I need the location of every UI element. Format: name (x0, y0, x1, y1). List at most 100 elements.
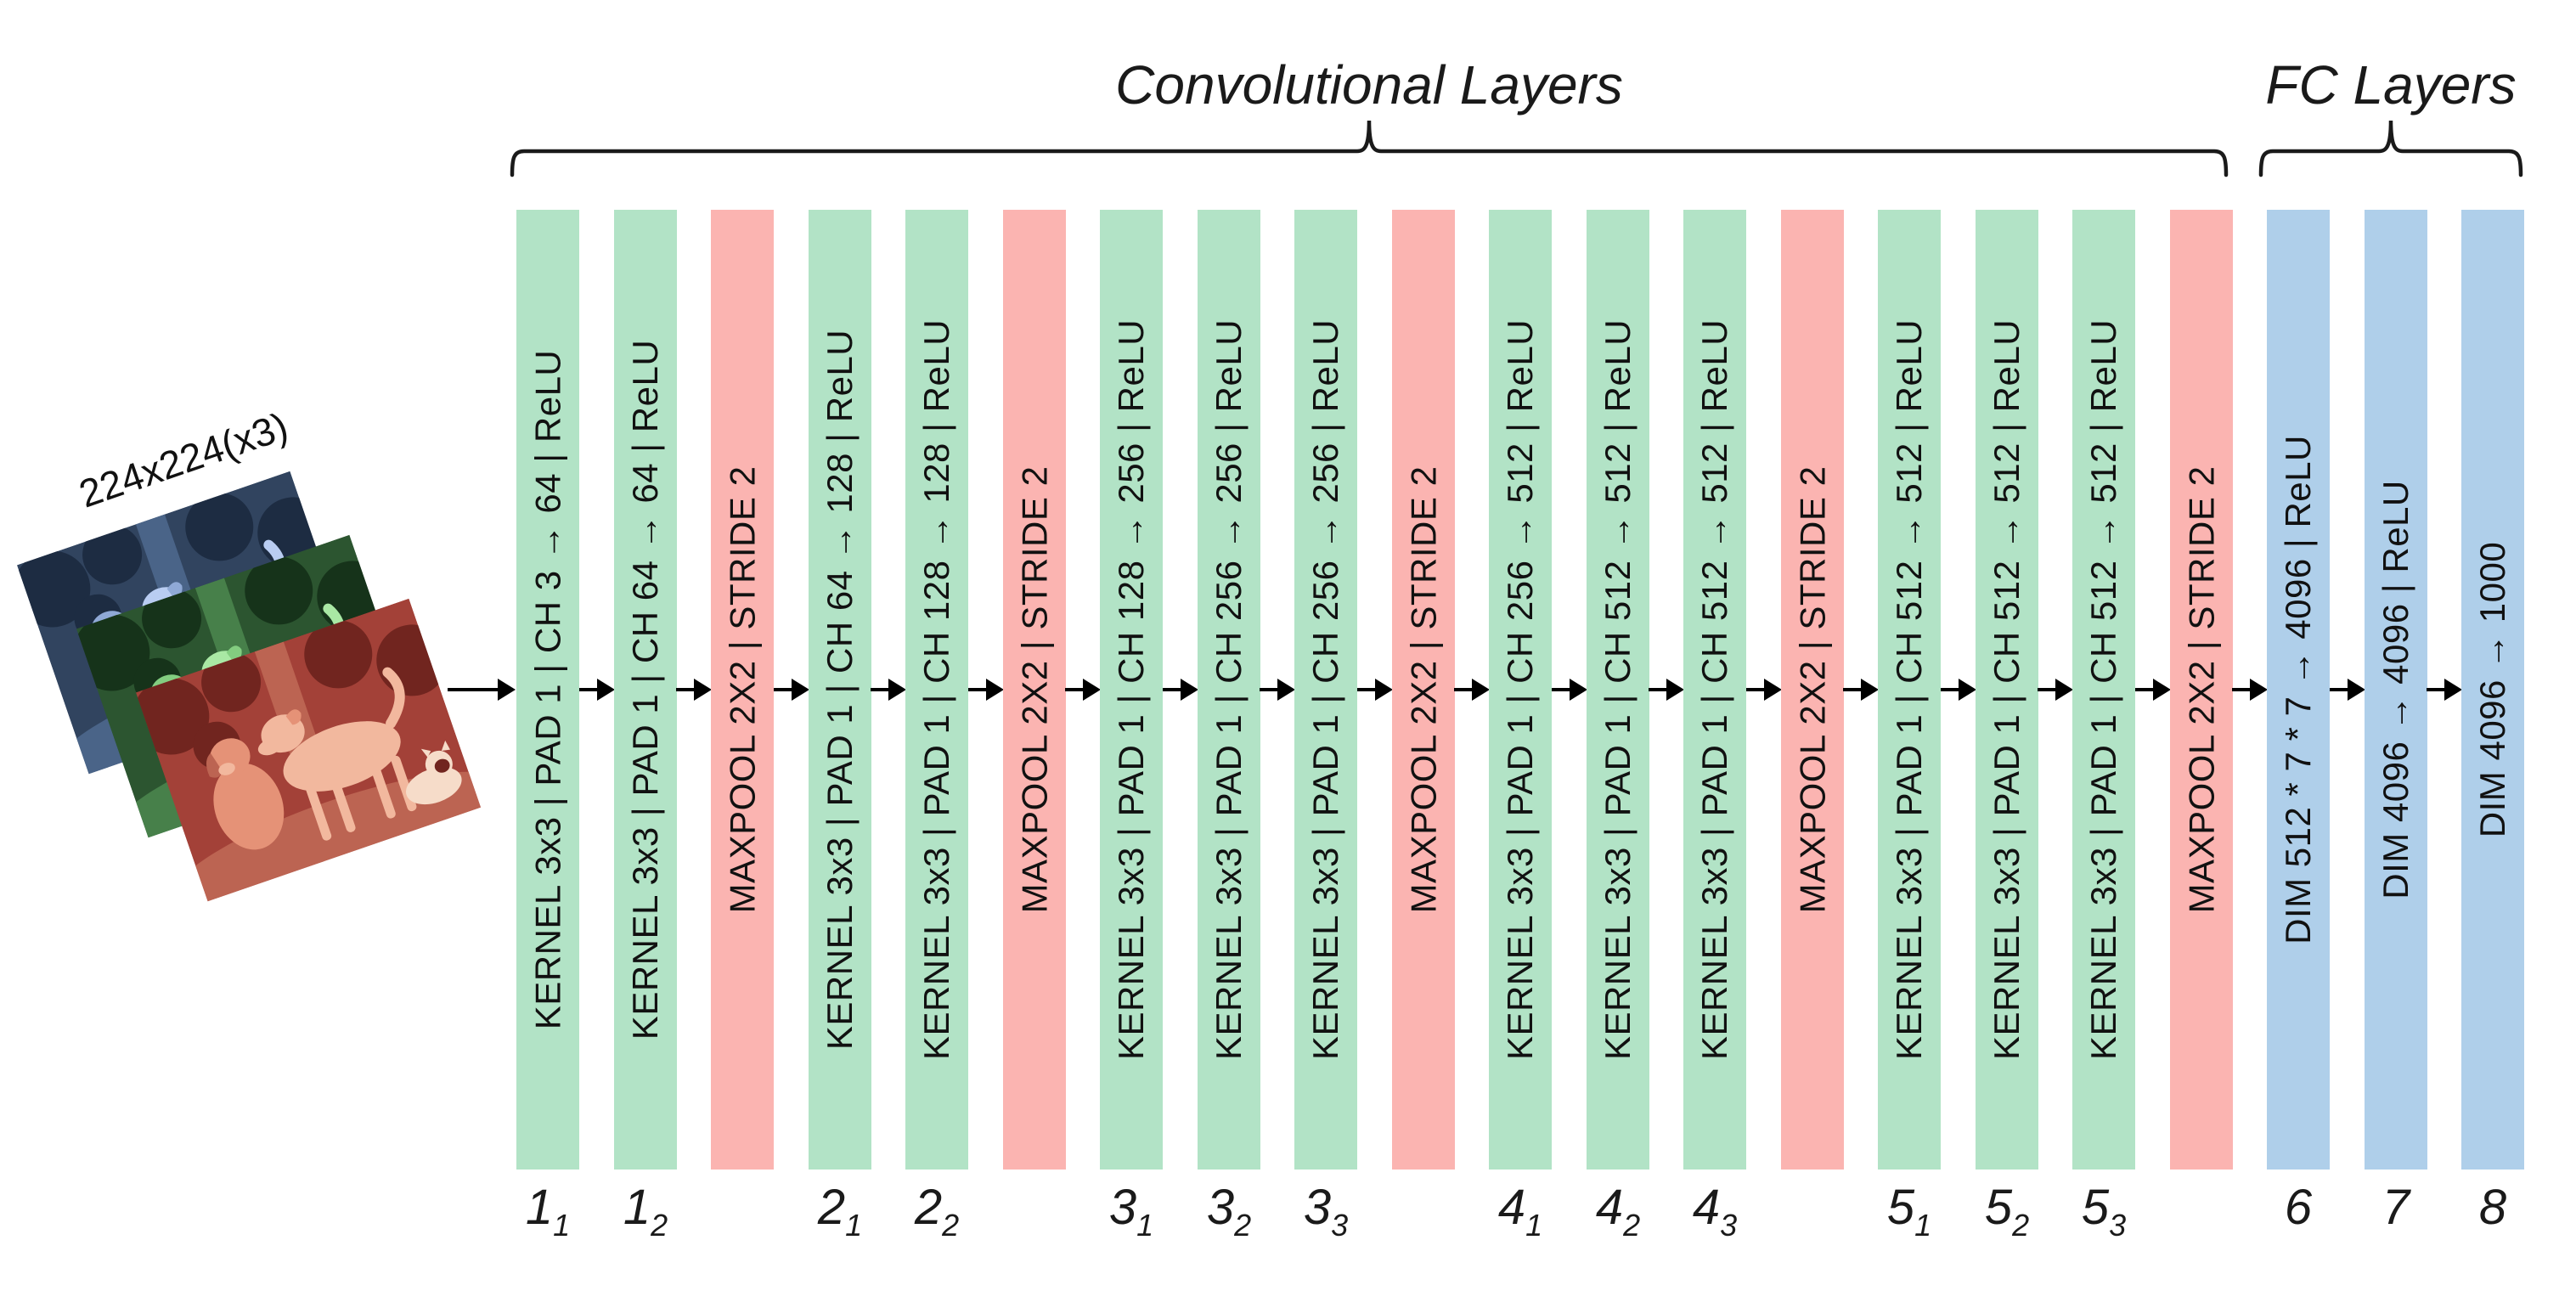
layer-arrow (1649, 679, 1684, 701)
layer-index-main: 3 (1206, 1180, 1235, 1235)
layer-bar-label: MAXPOOL 2X2 | STRIDE 2 (1792, 465, 1833, 914)
layer-arrow (1163, 679, 1198, 701)
conv-layer-bar: KERNEL 3x3 | PAD 1 | CH 512 → 512 | ReLU (1878, 210, 1941, 1170)
layer-index-tag: 42 (1596, 1183, 1640, 1241)
layer-index-subscript: 2 (2012, 1208, 2030, 1243)
pool-layer-bar: MAXPOOL 2X2 | STRIDE 2 (2170, 210, 2233, 1170)
layer-index-main: 4 (1497, 1180, 1526, 1235)
layer-index-subscript: 3 (2109, 1208, 2127, 1243)
layer-arrow (1941, 679, 1976, 701)
conv-layer-bar: KERNEL 3x3 | PAD 1 | CH 512 → 512 | ReLU (1683, 210, 1746, 1170)
layer-arrow (2427, 679, 2462, 701)
layer-index-tag: 8 (2479, 1183, 2506, 1232)
layer-bar-label: KERNEL 3x3 | PAD 1 | CH 512 → 512 | ReLU (1889, 318, 1930, 1061)
layer-index-main: 1 (623, 1180, 651, 1235)
layer-arrow (1357, 679, 1393, 701)
layer-index-main: 1 (525, 1180, 554, 1235)
layer-index-tag: 51 (1887, 1183, 1931, 1241)
layer-index-tag: 7 (2382, 1183, 2410, 1232)
fc-layer-bar: DIM 512 * 7 * 7 → 4096 | ReLU (2267, 210, 2330, 1170)
layer-index-tag: 43 (1693, 1183, 1737, 1241)
layer-arrow (871, 679, 906, 701)
layer-index-tag: 52 (1985, 1183, 2029, 1241)
pool-layer-bar: MAXPOOL 2X2 | STRIDE 2 (711, 210, 774, 1170)
layer-index-tag: 41 (1498, 1183, 1542, 1241)
layer-index-tag: 22 (915, 1183, 959, 1241)
layer-index-main: 5 (2081, 1180, 2110, 1235)
layer-arrow (676, 679, 712, 701)
conv-layer-bar: KERNEL 3x3 | PAD 1 | CH 64 → 64 | ReLU (614, 210, 677, 1170)
conv-layers-title: Convolutional Layers (1115, 54, 1623, 116)
layer-index-main: 4 (1595, 1180, 1624, 1235)
layer-index-tag: 31 (1109, 1183, 1153, 1241)
conv-layer-bar: KERNEL 3x3 | PAD 1 | CH 64 → 128 | ReLU (809, 210, 871, 1170)
layer-index-main: 5 (1886, 1180, 1915, 1235)
layer-arrow (2135, 679, 2171, 701)
layer-index-main: 4 (1692, 1180, 1721, 1235)
layer-index-main: 5 (1984, 1180, 2013, 1235)
layer-index-subscript: 2 (942, 1208, 960, 1243)
layer-arrow (1260, 679, 1295, 701)
layer-index-tag: 11 (526, 1183, 570, 1241)
conv-layer-bar: KERNEL 3x3 | PAD 1 | CH 256 → 256 | ReLU (1294, 210, 1357, 1170)
conv-layer-bar: KERNEL 3x3 | PAD 1 | CH 128 → 128 | ReLU (905, 210, 968, 1170)
layer-index-subscript: 1 (1914, 1208, 1932, 1243)
layer-bar-label: KERNEL 3x3 | PAD 1 | CH 512 → 512 | ReLU (2083, 318, 2124, 1061)
input-arrow (448, 679, 516, 701)
layer-bar-label: KERNEL 3x3 | PAD 1 | CH 512 → 512 | ReLU (1598, 318, 1638, 1061)
group-braces (510, 120, 2523, 178)
layer-index-subscript: 1 (1525, 1208, 1543, 1243)
conv-layer-bar: KERNEL 3x3 | PAD 1 | CH 512 → 512 | ReLU (1976, 210, 2038, 1170)
layer-index-tag: 21 (818, 1183, 862, 1241)
layer-index-subscript: 1 (845, 1208, 863, 1243)
layer-index-main: 7 (2382, 1180, 2410, 1235)
layer-index-subscript: 1 (553, 1208, 571, 1243)
layer-bar-label: MAXPOOL 2X2 | STRIDE 2 (1403, 465, 1444, 914)
fc-brace (2258, 120, 2523, 178)
layer-index-subscript: 2 (1234, 1208, 1252, 1243)
layer-index-main: 6 (2284, 1180, 2313, 1235)
layer-bar-label: MAXPOOL 2X2 | STRIDE 2 (2181, 465, 2222, 914)
layer-index-subscript: 3 (1331, 1208, 1349, 1243)
layer-arrow (1746, 679, 1782, 701)
layer-bar-label: KERNEL 3x3 | PAD 1 | CH 128 → 256 | ReLU (1111, 318, 1152, 1061)
layer-bar-label: MAXPOOL 2X2 | STRIDE 2 (1014, 465, 1055, 914)
layer-arrow (2330, 679, 2365, 701)
layer-bar-label: DIM 4096 → 1000 (2472, 541, 2512, 838)
layer-index-tag: 33 (1304, 1183, 1348, 1241)
conv-layer-bar: KERNEL 3x3 | PAD 1 | CH 3 → 64 | ReLU (516, 210, 579, 1170)
layer-arrow (1843, 679, 1879, 701)
layer-arrow (774, 679, 809, 701)
layer-index-main: 3 (1303, 1180, 1332, 1235)
fc-layer-bar: DIM 4096 → 1000 (2461, 210, 2524, 1170)
conv-layer-bar: KERNEL 3x3 | PAD 1 | CH 128 → 256 | ReLU (1100, 210, 1163, 1170)
layer-index-main: 2 (914, 1180, 943, 1235)
layer-arrow (2038, 679, 2073, 701)
layer-index-tag: 12 (623, 1183, 668, 1241)
layer-bar-label: DIM 4096 → 4096 | ReLU (2376, 480, 2415, 899)
layer-bar-label: KERNEL 3x3 | PAD 1 | CH 512 → 512 | ReLU (1987, 318, 2027, 1061)
layer-index-subscript: 3 (1720, 1208, 1738, 1243)
layer-arrow (579, 679, 615, 701)
pool-layer-bar: MAXPOOL 2X2 | STRIDE 2 (1003, 210, 1066, 1170)
layer-bar-label: KERNEL 3x3 | PAD 1 | CH 256 → 256 | ReLU (1305, 318, 1346, 1061)
fc-layers-title: FC Layers (2265, 54, 2517, 116)
layer-index-subscript: 2 (651, 1208, 668, 1243)
layer-arrow (2232, 679, 2268, 701)
layer-index-main: 3 (1108, 1180, 1137, 1235)
layer-bar-label: KERNEL 3x3 | PAD 1 | CH 64 → 64 | ReLU (625, 339, 666, 1040)
layer-index-main: 2 (817, 1180, 846, 1235)
layer-index-tag: 32 (1207, 1183, 1251, 1241)
layer-arrow (1552, 679, 1587, 701)
conv-layer-bar: KERNEL 3x3 | PAD 1 | CH 256 → 256 | ReLU (1198, 210, 1260, 1170)
layer-bar-label: DIM 512 * 7 * 7 → 4096 | ReLU (2278, 435, 2318, 944)
layer-arrow (1454, 679, 1490, 701)
layer-index-subscript: 1 (1136, 1208, 1154, 1243)
pool-layer-bar: MAXPOOL 2X2 | STRIDE 2 (1781, 210, 1844, 1170)
layer-arrow (968, 679, 1004, 701)
layer-index-subscript: 2 (1623, 1208, 1641, 1243)
fc-layer-bar: DIM 4096 → 4096 | ReLU (2365, 210, 2427, 1170)
layer-bar-label: KERNEL 3x3 | PAD 1 | CH 256 → 256 | ReLU (1209, 318, 1249, 1061)
conv-layer-bar: KERNEL 3x3 | PAD 1 | CH 256 → 512 | ReLU (1489, 210, 1552, 1170)
conv-layer-bar: KERNEL 3x3 | PAD 1 | CH 512 → 512 | ReLU (1587, 210, 1649, 1170)
